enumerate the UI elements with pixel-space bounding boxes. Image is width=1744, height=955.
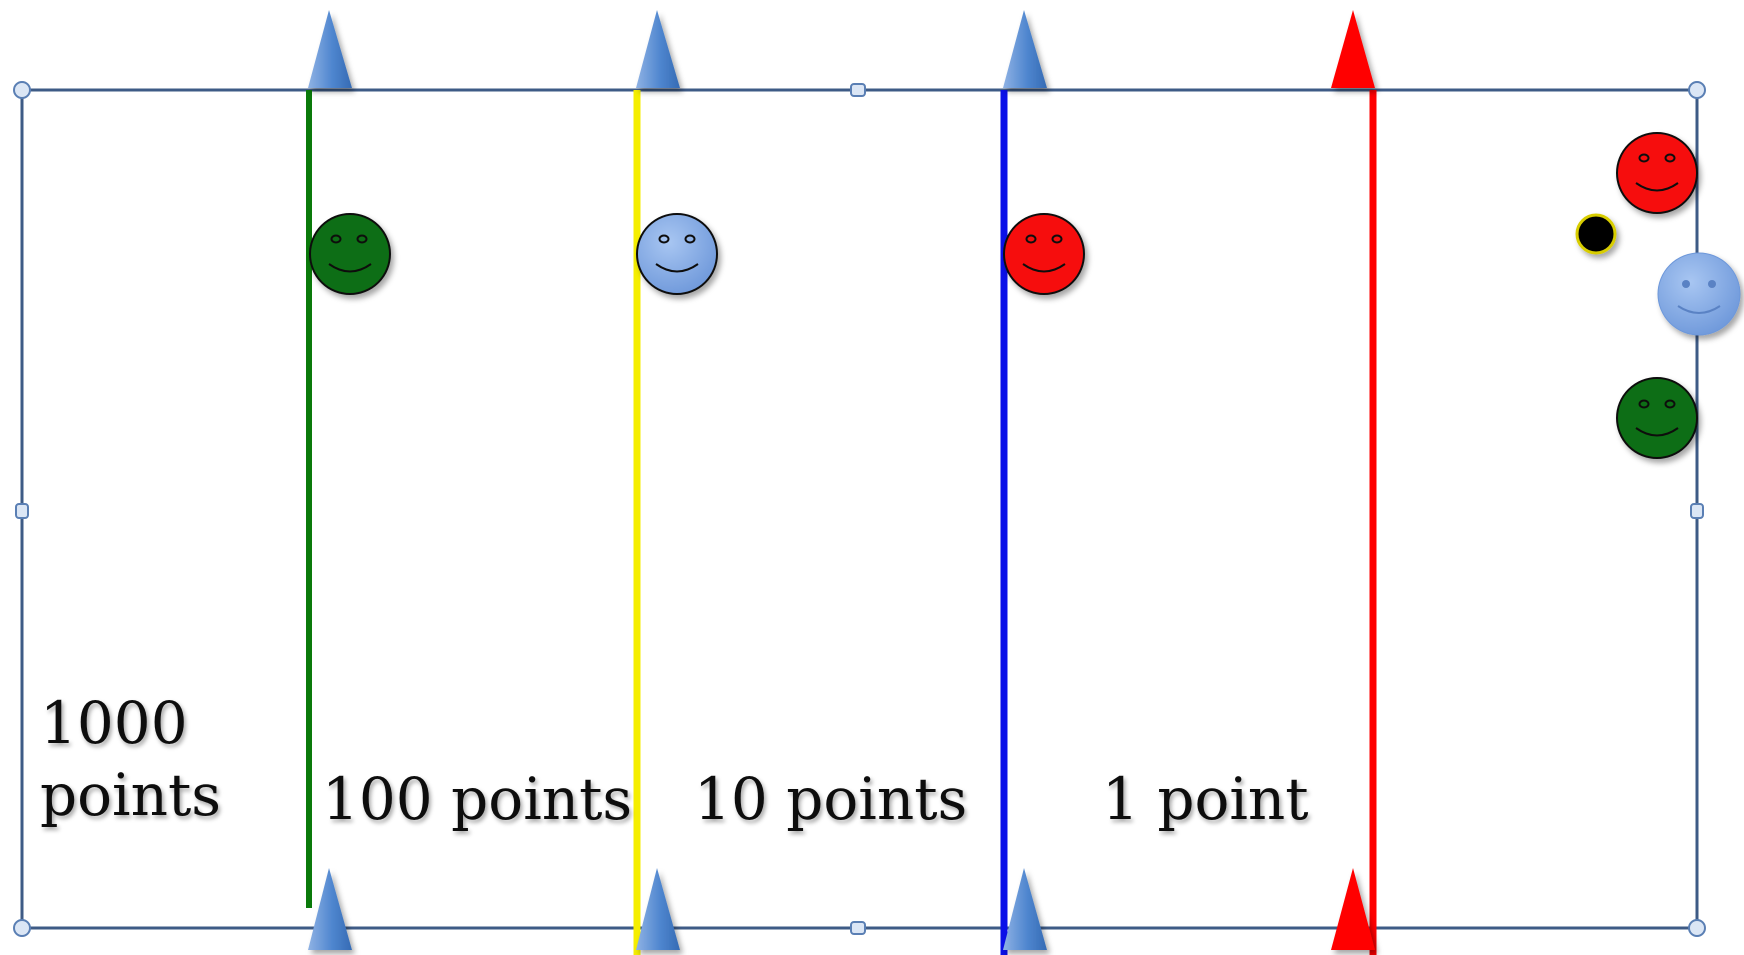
- handle-right-middle[interactable]: [1690, 503, 1704, 519]
- zone-label-10: 10 points: [694, 765, 967, 833]
- light-blue-smiley-icon: [636, 213, 718, 295]
- cone-blue-icon: [1003, 868, 1047, 950]
- zone-label-1: 1 point: [1102, 765, 1309, 833]
- cone-red-icon: [1331, 10, 1375, 88]
- players: [309, 132, 1741, 459]
- green-smiley-icon: [1616, 377, 1698, 459]
- handle-bottom-middle[interactable]: [850, 921, 866, 935]
- cone-blue-icon: [308, 10, 352, 88]
- selection-handles: [13, 81, 1706, 937]
- handle-bottom-right[interactable]: [1688, 919, 1706, 937]
- light-blue-smiley-icon: [1657, 252, 1741, 336]
- field-border: [20, 88, 1699, 930]
- black-ball-icon: [1575, 213, 1617, 255]
- cone-red-icon: [1331, 868, 1375, 950]
- handle-top-right[interactable]: [1688, 81, 1706, 99]
- red-smiley-icon: [1616, 132, 1698, 214]
- handle-top-middle[interactable]: [850, 83, 866, 97]
- zone-label-1000: 1000 points: [40, 689, 221, 829]
- green-smiley-icon: [309, 213, 391, 295]
- red-smiley-icon: [1003, 213, 1085, 295]
- zone-label-1000-line-2: points: [40, 761, 221, 829]
- handle-bottom-left[interactable]: [13, 919, 31, 937]
- top-cones: [308, 10, 1375, 88]
- cone-blue-icon: [636, 10, 680, 88]
- zone-label-100: 100 points: [322, 765, 632, 833]
- handle-left-middle[interactable]: [15, 503, 29, 519]
- cone-blue-icon: [1003, 10, 1047, 88]
- handle-top-left[interactable]: [13, 81, 31, 99]
- cone-blue-icon: [308, 868, 352, 950]
- bottom-cones: [308, 868, 1375, 950]
- cone-blue-icon: [636, 868, 680, 950]
- zone-label-1000-line-1: 1000: [40, 689, 188, 757]
